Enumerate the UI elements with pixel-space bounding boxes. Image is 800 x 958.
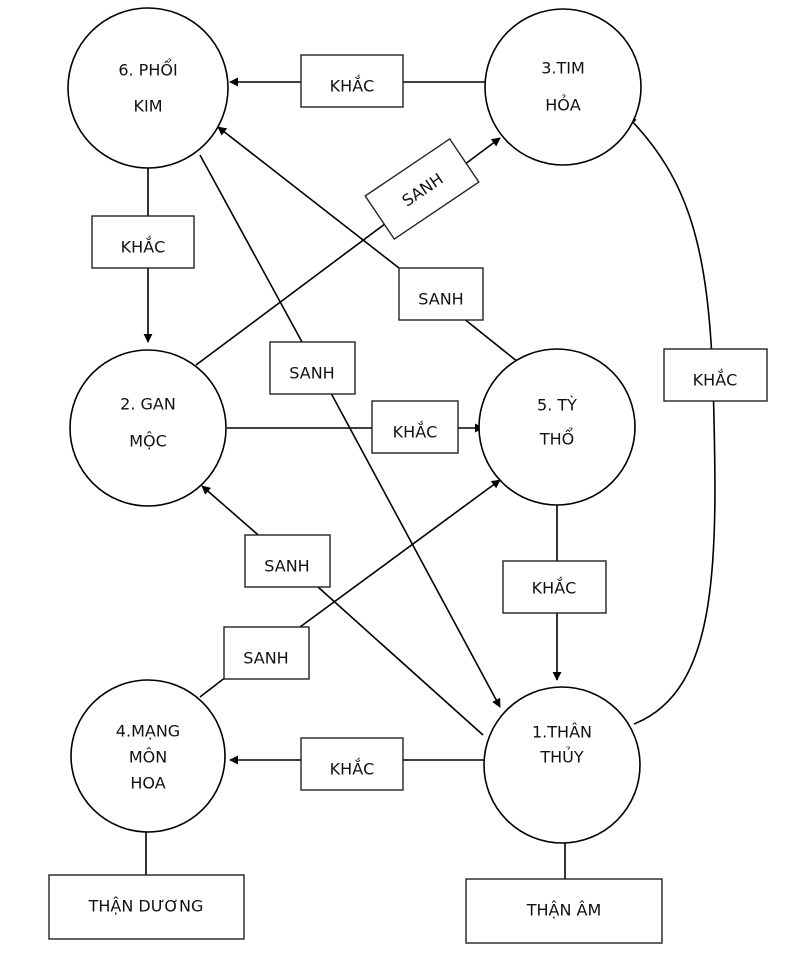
node-phoi-kim: 6. PHỔI KIM <box>67 7 229 169</box>
label-box-than-tim: KHẮC <box>663 348 768 402</box>
label-box-gan-tim: SANH <box>364 137 480 241</box>
node-than-line1: 1.THÂN <box>532 723 592 742</box>
node-than-line2: THỦY <box>539 747 584 767</box>
label-text: KHẮC <box>693 369 738 390</box>
label-box-ty-phoi: SANH <box>398 267 484 321</box>
terminal-than-duong: THẬN DƯƠNG <box>48 874 245 940</box>
label-box-tim-phoi: KHẮC <box>300 54 404 108</box>
node-ty-tho: 5. TỲ THỔ <box>478 348 636 506</box>
label-text: SANH <box>418 290 463 309</box>
label-text: KHẮC <box>330 758 375 779</box>
node-mang-line2: MÔN <box>129 748 167 767</box>
label-box-gan-ty: KHẮC <box>371 400 459 454</box>
label-text: SANH <box>243 649 288 668</box>
node-gan-moc: 2. GAN MỘC <box>69 349 227 507</box>
terminal-than-duong-label: THẬN DƯƠNG <box>88 897 204 916</box>
node-gan-line2: MỘC <box>129 432 167 451</box>
label-text: KHẮC <box>532 577 577 598</box>
label-text: SANH <box>264 557 309 576</box>
terminal-than-am: THẬN ÂM <box>465 878 663 944</box>
label-box-phoi-than: SANH <box>269 341 356 395</box>
label-text: KHẮC <box>330 75 375 96</box>
edge-ty-phoi <box>217 126 519 363</box>
node-mang-line3: HOA <box>130 774 165 793</box>
label-text: KHẮC <box>121 236 166 257</box>
node-mang-line1: 4.MẠNG <box>116 722 180 741</box>
node-mang-mon-hoa: 4.MẠNG MÔN HOA <box>70 679 226 833</box>
node-phoi-line2: KIM <box>133 97 162 116</box>
edge-than-tim <box>627 116 716 725</box>
label-box-phoi-gan: KHẮC <box>91 215 195 269</box>
node-tim-hoa: 3.TIM HỎA <box>484 8 642 166</box>
label-text: KHẮC <box>393 421 438 442</box>
label-box-ty-than: KHẮC <box>502 560 607 614</box>
label-box-than-mang: KHẮC <box>300 737 404 791</box>
label-box-than-gan: SANH <box>244 534 331 588</box>
node-tim-line2: HỎA <box>545 95 581 115</box>
node-phoi-line1: 6. PHỔI <box>118 59 177 80</box>
label-text: SANH <box>289 364 334 383</box>
label-box-mang-ty: SANH <box>223 626 310 680</box>
node-gan-line1: 2. GAN <box>120 395 176 414</box>
node-ty-line2: THỔ <box>539 428 574 449</box>
node-ty-line1: 5. TỲ <box>537 396 577 415</box>
terminal-than-am-label: THẬN ÂM <box>526 901 602 920</box>
node-than-thuy: 1.THÂN THỦY <box>483 686 641 844</box>
node-tim-line1: 3.TIM <box>541 59 585 78</box>
